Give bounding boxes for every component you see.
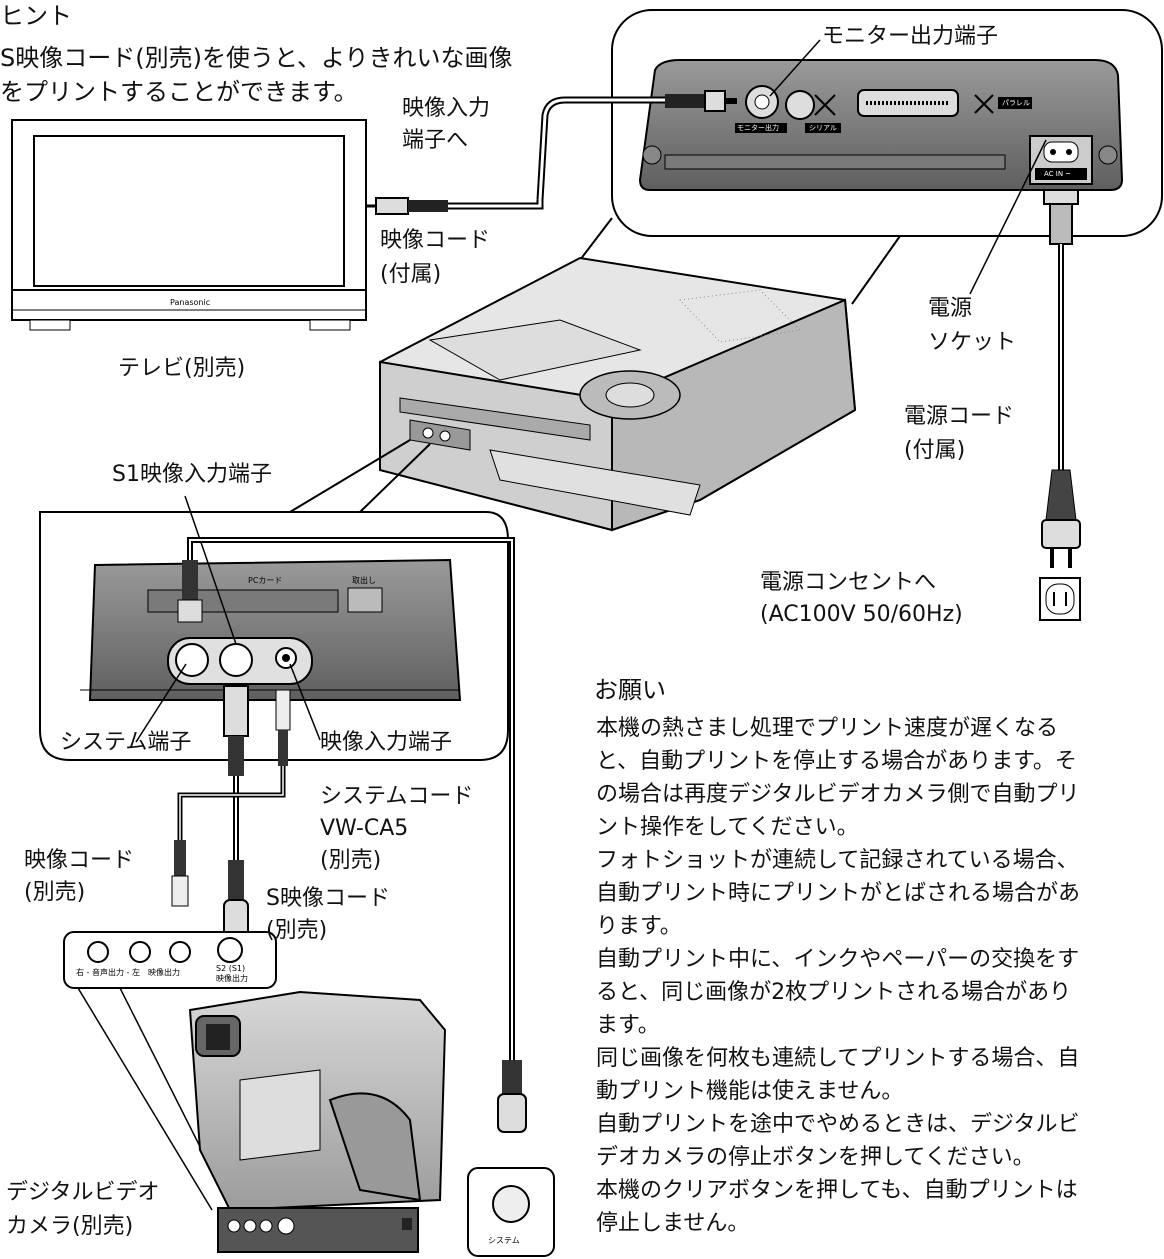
note-line: 自動プリントを途中でやめるときは、デジタルビ [596, 1112, 1080, 1137]
rear-panel-callout [536, 9, 1163, 305]
system-cord-label-2: VW-CA5 [320, 816, 409, 841]
serial-badge: シリアル [809, 124, 837, 132]
tv-label: テレビ(別売) [118, 356, 246, 381]
note-line: ります。 [596, 914, 682, 939]
system-terminal-label: システム端子 [60, 730, 192, 755]
power-cord-label-2: (付属) [904, 438, 966, 463]
outlet-label-1: 電源コンセントへ [760, 570, 937, 595]
note-line: と、自動プリントを停止する場合があります。そ [596, 749, 1077, 774]
camera-label-2: カメラ(別売) [6, 1214, 134, 1239]
printer-art [379, 256, 857, 532]
television-art [11, 119, 544, 331]
note-line: の場合は再度デジタルビデオカメラ側で自動プリ [596, 782, 1080, 807]
note-line: フォトショットが連続して記録されている場合、 [596, 848, 1079, 873]
video-cord-included-2: (付属) [380, 262, 442, 287]
monitor-out-badge: モニター出力 [737, 124, 779, 132]
notes-body: 本機の熱さまし処理でプリント速度が遅くなる と、自動プリントを停止する場合があり… [596, 712, 1164, 1240]
power-cord-art [969, 139, 1081, 621]
s1-video-in-label: S1映像入力端子 [112, 462, 272, 487]
power-socket-label-2: ソケット [928, 330, 1017, 355]
note-line: 動プリント機能は使えません。 [596, 1079, 904, 1104]
system-cord-label-3: (別売) [320, 848, 382, 873]
note-line: 同じ画像を何枚も連続してプリントする場合、自 [596, 1046, 1080, 1071]
video-cord-sold-label-2: (別売) [24, 880, 86, 905]
video-in-to-label-2: 端子へ [402, 128, 469, 153]
parallel-badge: パラレル [1002, 99, 1030, 107]
power-socket-label-1: 電源 [928, 296, 973, 321]
ac-in-badge: AC IN ~ [1044, 170, 1072, 178]
s-video-cord-label-2: (別売) [266, 918, 328, 943]
video-cord-included-1: 映像コード [380, 228, 491, 253]
note-line: ます。 [596, 1013, 660, 1038]
hint-line-1: S映像コード(別売)を使うと、よりきれいな画像 [0, 44, 513, 72]
note-line: 本機の熱さまし処理でプリント速度が遅くなる [596, 716, 1059, 741]
camera-label-1: デジタルビデオ [6, 1180, 160, 1205]
s-video-cord-label-1: S映像コード [266, 886, 390, 911]
pc-card-label: PCカード [248, 576, 283, 585]
outlet-label-2: (AC100V 50/60Hz) [760, 602, 963, 627]
note-line: 停止しません。 [596, 1211, 750, 1236]
tv-brand: Panasonic [170, 298, 211, 307]
video-in-terminal-label: 映像入力端子 [320, 730, 453, 755]
front-panel-callout [39, 495, 509, 761]
note-line: 本機のクリアボタンを押しても、自動プリントは [596, 1178, 1078, 1203]
camcorder-art [188, 990, 447, 1253]
note-line: 自動プリント中に、インクやペーパーの交換をす [596, 947, 1080, 972]
power-cord-label-1: 電源コード [904, 404, 1015, 429]
system-port-label: システム [488, 1236, 520, 1245]
video-cord-sold-label-1: 映像コード [24, 848, 135, 873]
cables-art [171, 537, 555, 1257]
monitor-out-label: モニター出力端子 [822, 24, 999, 49]
eject-label: 取出し [352, 576, 376, 585]
note-line: 自動プリント時にプリントがとばされる場合があ [596, 881, 1081, 906]
camera-jacks-label: 右 - 音声出力 - 左 映像出力 [76, 968, 180, 977]
camera-jack-panel-art [63, 931, 277, 1211]
camera-s2-label-1: S2 (S1) [216, 964, 246, 973]
note-line: デオカメラの停止ボタンを押してください。 [596, 1145, 1035, 1170]
notes-title: お願い [594, 676, 666, 704]
video-in-to-label-1: 映像入力 [402, 96, 491, 121]
hint-heading: ヒント [0, 2, 72, 30]
note-line: ント操作をしてください。 [596, 815, 859, 840]
note-line: ると、同じ画像が2枚プリントされる場合があり [596, 980, 1072, 1005]
system-cord-label-1: システムコード [320, 784, 474, 809]
hint-line-2: をプリントすることができます。 [0, 78, 358, 106]
camera-s2-label-2: 映像出力 [216, 974, 248, 983]
